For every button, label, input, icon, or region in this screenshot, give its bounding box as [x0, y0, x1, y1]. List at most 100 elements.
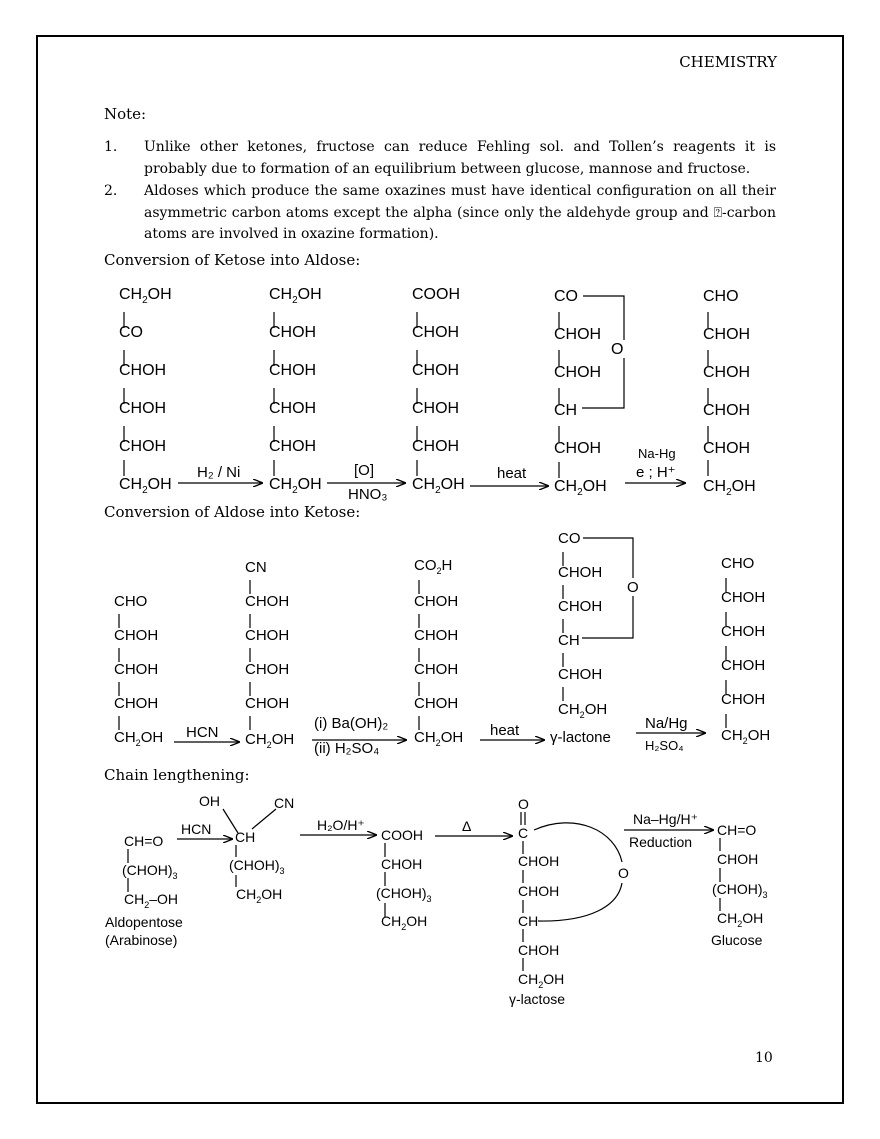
svg-text:CHO: CHO [703, 288, 739, 305]
svg-text:CHOH: CHOH [703, 440, 750, 457]
reagent-label: Na-Hg [638, 446, 676, 461]
svg-text:CH2OH: CH2OH [703, 478, 756, 498]
reagent-label: heat [497, 465, 527, 482]
svg-text:CHOH: CHOH [412, 438, 459, 455]
reagent-label: HNO₃ [348, 486, 387, 503]
svg-text:CH2OH: CH2OH [412, 476, 465, 496]
svg-text:(CHOH)3: (CHOH)3 [122, 862, 178, 881]
svg-text:CHOH: CHOH [119, 400, 166, 417]
svg-text:CHOH: CHOH [558, 666, 602, 683]
svg-text:CH2OH: CH2OH [245, 731, 294, 750]
svg-text:CHOH: CHOH [114, 661, 158, 678]
svg-text:CHOH: CHOH [119, 438, 166, 455]
svg-text:CH2OH: CH2OH [717, 910, 763, 929]
svg-text:CHOH: CHOH [245, 627, 289, 644]
svg-text:CHOH: CHOH [119, 362, 166, 379]
svg-text:CHOH: CHOH [269, 400, 316, 417]
svg-text:CH2OH: CH2OH [119, 476, 172, 496]
structure-aldonic-acid: CO2H CHOH CHOH CHOH CHOH CH2OH [414, 557, 463, 748]
svg-text:CHOH: CHOH [518, 883, 559, 899]
svg-text:CHOH: CHOH [412, 400, 459, 417]
note-item-number: 1. [104, 139, 118, 155]
svg-text:CHOH: CHOH [114, 627, 158, 644]
svg-text:CH2OH: CH2OH [721, 727, 770, 746]
reagent-label: heat [490, 722, 520, 739]
svg-text:CN: CN [274, 795, 294, 811]
svg-text:CHO: CHO [721, 555, 754, 572]
svg-text:CHOH: CHOH [554, 364, 601, 381]
structure-fructose: CH2OH CO CHOH CHOH CHOH CH2OH [119, 286, 172, 496]
svg-text:CH2OH: CH2OH [518, 971, 564, 990]
svg-text:CHOH: CHOH [114, 695, 158, 712]
svg-text:CHOH: CHOH [414, 695, 458, 712]
svg-text:CHOH: CHOH [381, 856, 422, 872]
reagent-label: Δ [462, 818, 471, 834]
structure-arabinose: CHO CHOH CHOH CHOH CH2OH [114, 593, 163, 748]
svg-text:CH2OH: CH2OH [269, 476, 322, 496]
scheme2-reagents: HCN (i) Ba(OH)₂ (ii) H₂SO₄ heat Na/Hg H₂… [186, 715, 688, 757]
note-title: Note: [104, 105, 147, 123]
svg-text:COOH: COOH [412, 286, 460, 303]
svg-text:CHOH: CHOH [554, 326, 601, 343]
svg-text:CH2OH: CH2OH [269, 286, 322, 306]
scheme3-reagents: HCN H₂O/H⁺ Δ Na–Hg/H⁺ Reduction [181, 811, 698, 850]
arabinose-label: (Arabinose) [105, 932, 177, 948]
structure-hexose: CHO CHOH CHOH CHOH CHOH CH2OH [721, 555, 770, 746]
reagent-label: (ii) H₂SO₄ [314, 740, 379, 757]
lactose-label: γ-lactose [509, 991, 565, 1007]
svg-text:(CHOH)3: (CHOH)3 [376, 885, 432, 904]
svg-text:CO: CO [119, 324, 143, 341]
svg-text:CHOH: CHOH [558, 598, 602, 615]
svg-text:CHOH: CHOH [717, 851, 758, 867]
structure-aldose: CHO CHOH CHOH CHOH CHOH CH2OH [703, 288, 756, 498]
svg-text:CHOH: CHOH [518, 942, 559, 958]
structure-glucose: CH=O CHOH (CHOH)3 CH2OH Glucose [711, 822, 768, 948]
reagent-label: [O] [354, 462, 374, 479]
svg-text:CHOH: CHOH [721, 657, 765, 674]
structure-acid-3: COOH CHOH (CHOH)3 CH2OH [376, 827, 432, 932]
svg-text:CHOH: CHOH [245, 695, 289, 712]
svg-text:CHOH: CHOH [703, 402, 750, 419]
svg-text:CHOH: CHOH [518, 853, 559, 869]
glucose-label: Glucose [711, 932, 763, 948]
reagent-label: H₂ / Ni [197, 464, 240, 481]
svg-text:CO: CO [558, 530, 581, 547]
svg-text:CHOH: CHOH [245, 661, 289, 678]
svg-text:CH2OH: CH2OH [414, 729, 463, 748]
svg-text:CHOH: CHOH [703, 326, 750, 343]
svg-text:CO: CO [554, 288, 578, 305]
svg-text:CHOH: CHOH [414, 627, 458, 644]
reagent-label: Na/Hg [645, 715, 688, 732]
structure-lactone: CO CHOH CHOH CH CHOH CH2OH O [554, 288, 623, 498]
note-item-text: Aldoses which produce the same oxazines … [144, 183, 776, 242]
page-border [36, 35, 844, 1104]
svg-text:CHO: CHO [114, 593, 147, 610]
svg-text:CH: CH [558, 632, 580, 649]
svg-text:CHOH: CHOH [721, 589, 765, 606]
svg-text:CH=O: CH=O [124, 833, 163, 849]
svg-text:OH: OH [199, 793, 220, 809]
structure-lactose: O C CHOH CHOH CH CHOH CH2OH γ-lactose O [509, 796, 629, 1007]
svg-text:CHOH: CHOH [269, 324, 316, 341]
svg-text:CH2OH: CH2OH [381, 913, 427, 932]
svg-text:CH2OH: CH2OH [554, 478, 607, 498]
reagent-label: HCN [186, 724, 219, 741]
svg-text:CHOH: CHOH [721, 623, 765, 640]
note-item-text: Unlike other ketones, fructose can reduc… [144, 139, 776, 177]
svg-text:CHOH: CHOH [414, 661, 458, 678]
svg-text:CH2OH: CH2OH [236, 886, 282, 905]
reagent-label: H₂SO₄ [645, 738, 684, 753]
svg-text:CH: CH [518, 913, 538, 929]
ring-oxygen: O [618, 865, 629, 881]
page-header: CHEMISTRY [679, 53, 777, 71]
svg-text:C: C [518, 825, 528, 841]
svg-text:CHOH: CHOH [703, 364, 750, 381]
svg-text:CH2–OH: CH2–OH [124, 891, 178, 910]
structure-cyanohydrin-3: OH CN CH (CHOH)3 CH2OH [199, 793, 294, 905]
svg-text:CHOH: CHOH [554, 440, 601, 457]
lactone-label: γ-lactone [550, 729, 611, 746]
section-title-chain-lengthening: Chain lengthening: [104, 766, 250, 784]
svg-text:CHOH: CHOH [414, 593, 458, 610]
structure-lactone-2: CO CHOH CHOH CH CHOH CH2OH O γ-lactone [550, 530, 639, 746]
